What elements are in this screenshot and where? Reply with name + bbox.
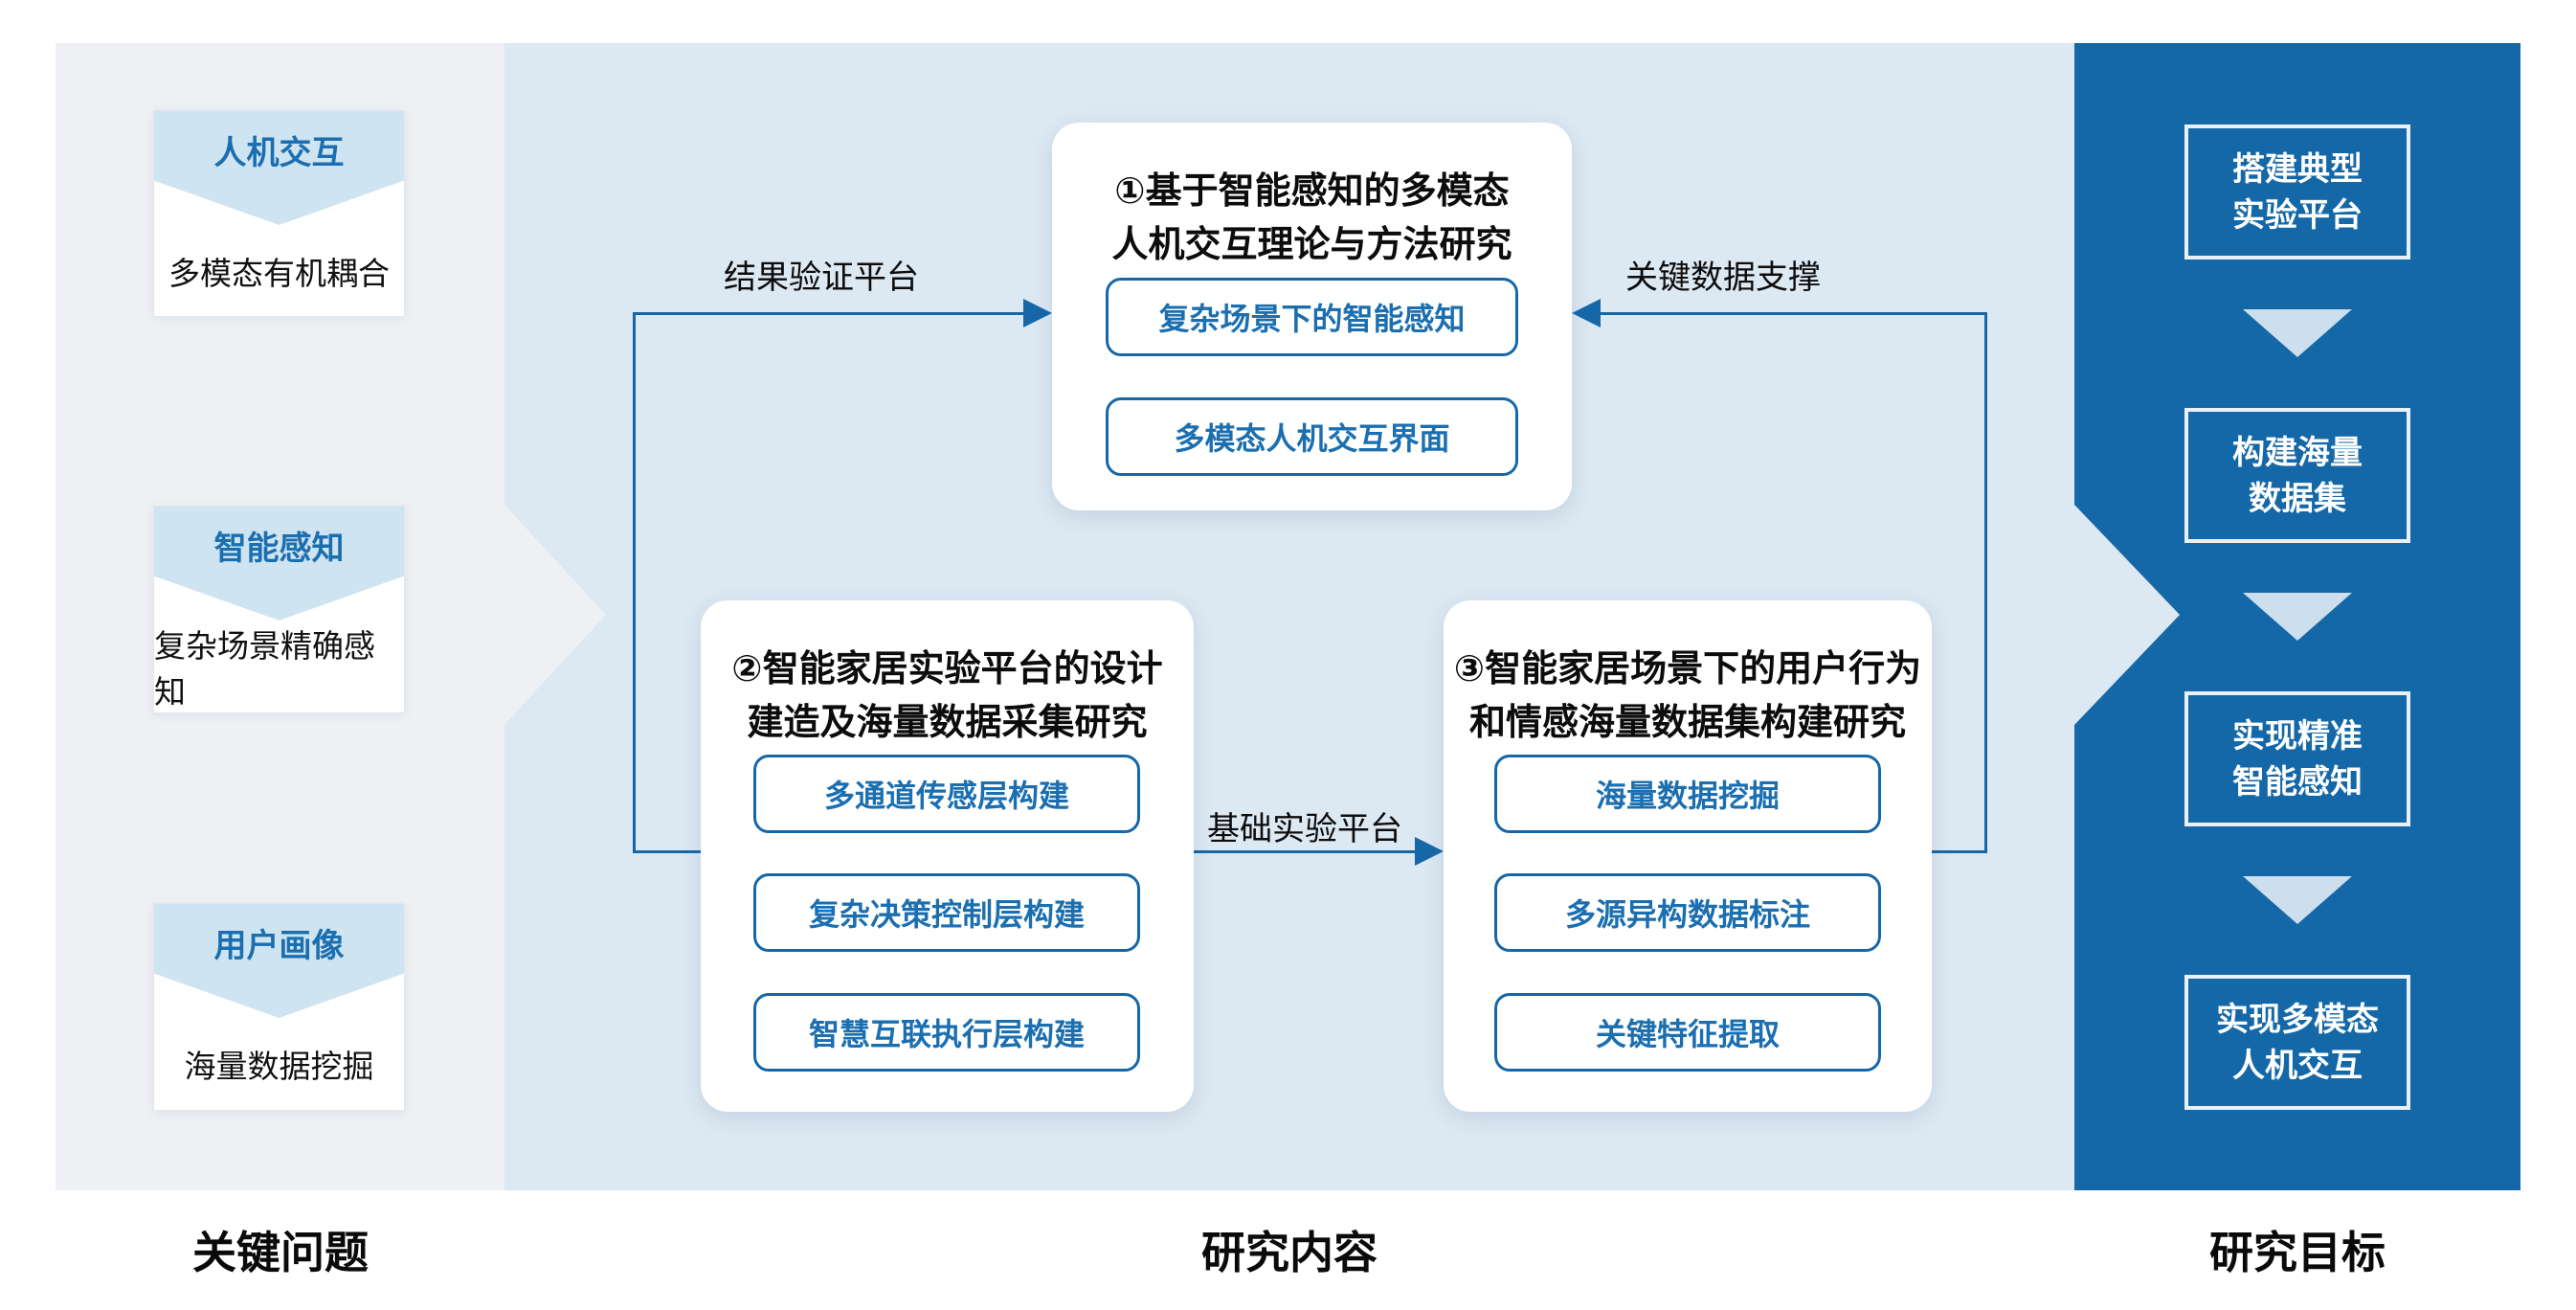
study-title-line1: ②智能家居实验平台的设计 — [731, 649, 1163, 689]
goal-line2: 智能感知 — [2232, 763, 2363, 801]
study-item: 复杂场景下的智能感知 — [1106, 278, 1518, 356]
footer-label-research-content: 研究内容 — [1201, 1228, 1378, 1277]
arrow-right-icon — [1415, 837, 1444, 866]
goal-line2: 人机交互 — [2232, 1047, 2363, 1084]
connector-label-base-platform: 基础实验平台 — [1207, 811, 1402, 847]
study-title-line2: 建造及海量数据采集研究 — [747, 703, 1148, 743]
connector-line — [633, 312, 636, 853]
study-item: 多源异构数据标注 — [1494, 873, 1881, 952]
connector-line — [1194, 850, 1416, 853]
problem-desc: 复杂场景精确感知 — [154, 628, 375, 710]
study-title: ①基于智能感知的多模态 人机交互理论与方法研究 — [1052, 165, 1572, 272]
down-triangle-icon — [2243, 876, 2352, 924]
goal-box-4: 实现多模态 人机交互 — [2184, 975, 2410, 1110]
goal-line2: 实验平台 — [2232, 196, 2363, 234]
connector-line — [633, 312, 1025, 315]
down-triangle-icon — [2243, 309, 2352, 357]
problem-card-hci: 人机交互 多模态有机耦合 — [153, 110, 405, 317]
study-title: ③智能家居场景下的用户行为 和情感海量数据集构建研究 — [1444, 643, 1932, 750]
study-card-2: ②智能家居实验平台的设计 建造及海量数据采集研究 多通道传感层构建 复杂决策控制… — [701, 600, 1194, 1112]
goal-line1: 实现多模态 — [2216, 1001, 2379, 1038]
connector-line — [1932, 850, 1987, 853]
connector-line — [1601, 312, 1987, 315]
study-title-line1: ①基于智能感知的多模态 — [1114, 171, 1510, 212]
goal-line1: 构建海量 — [2232, 434, 2363, 471]
arrow-right-icon — [1023, 299, 1052, 328]
problem-desc: 多模态有机耦合 — [168, 255, 390, 291]
study-item: 智慧互联执行层构建 — [753, 993, 1140, 1072]
problem-desc: 海量数据挖掘 — [184, 1049, 374, 1084]
problem-card-perception: 智能感知 复杂场景精确感知 — [153, 506, 405, 713]
goal-box-2: 构建海量 数据集 — [2184, 408, 2410, 543]
footer-label-key-problems: 关键问题 — [192, 1228, 369, 1277]
study-title-line2: 和情感海量数据集构建研究 — [1468, 703, 1906, 743]
problem-card-user-profile: 用户画像 海量数据挖掘 — [153, 903, 405, 1111]
arrow-left-icon — [1572, 299, 1601, 328]
problem-tag: 用户画像 — [213, 928, 345, 964]
down-triangle-icon — [2243, 593, 2352, 641]
study-title: ②智能家居实验平台的设计 建造及海量数据采集研究 — [701, 643, 1194, 750]
study-item: 关键特征提取 — [1494, 993, 1881, 1072]
study-card-3: ③智能家居场景下的用户行为 和情感海量数据集构建研究 海量数据挖掘 多源异构数据… — [1444, 600, 1932, 1112]
panel-flow-arrow-icon-2 — [2074, 505, 2180, 725]
study-title-line2: 人机交互理论与方法研究 — [1111, 225, 1512, 265]
study-item: 多模态人机交互界面 — [1106, 397, 1518, 476]
study-title-line1: ③智能家居场景下的用户行为 — [1453, 649, 1922, 689]
goal-box-1: 搭建典型 实验平台 — [2184, 124, 2410, 260]
connector-label-key-data: 关键数据支撑 — [1625, 260, 1821, 296]
goal-box-3: 实现精准 智能感知 — [2184, 691, 2410, 826]
problem-tag: 人机交互 — [213, 135, 345, 171]
problem-tag: 智能感知 — [213, 531, 345, 567]
goal-line1: 搭建典型 — [2232, 150, 2363, 188]
study-item: 海量数据挖掘 — [1494, 755, 1881, 833]
study-item: 多通道传感层构建 — [753, 755, 1140, 833]
connector-line — [1984, 312, 1987, 853]
connector-label-result-platform: 结果验证平台 — [724, 260, 919, 296]
study-card-1: ①基于智能感知的多模态 人机交互理论与方法研究 复杂场景下的智能感知 多模态人机… — [1052, 123, 1572, 510]
footer-label-research-goals: 研究目标 — [2209, 1228, 2386, 1277]
panel-flow-arrow-icon-1 — [504, 505, 606, 725]
study-item: 复杂决策控制层构建 — [753, 873, 1140, 952]
connector-line — [633, 850, 701, 853]
goal-line2: 数据集 — [2249, 480, 2346, 517]
goal-line1: 实现精准 — [2232, 717, 2363, 755]
